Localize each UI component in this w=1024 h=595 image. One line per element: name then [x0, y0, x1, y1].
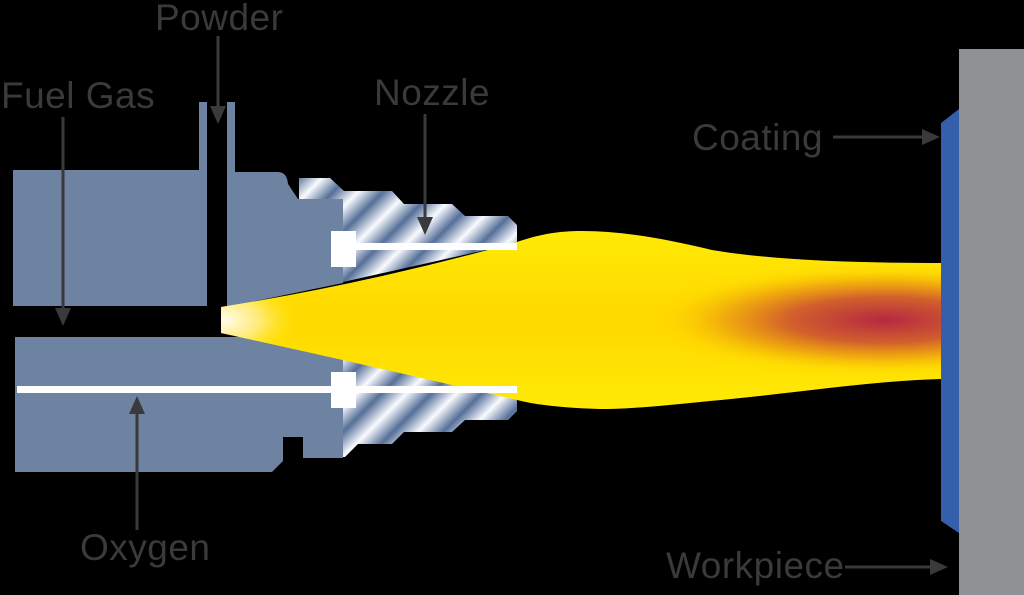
- nozzle-label: Nozzle: [374, 72, 490, 113]
- workpiece-block: [959, 49, 1024, 595]
- flame-hot-core: [625, 258, 941, 382]
- nozzle-lower-half: [343, 354, 517, 457]
- leader-arrows: [55, 36, 948, 575]
- coating-layer: [941, 109, 959, 533]
- powder-label: Powder: [155, 0, 283, 38]
- upper-bolt: [331, 231, 356, 267]
- oxygen-arrow: [129, 396, 145, 530]
- coating-label: Coating: [692, 117, 823, 158]
- workpiece-arrow: [845, 559, 948, 575]
- feed-lines: [17, 231, 517, 408]
- nozzle-arrow: [417, 114, 433, 235]
- oxygen-label: Oxygen: [80, 527, 211, 568]
- torch-body: [13, 102, 343, 472]
- torch-body-upper-right: [227, 102, 343, 307]
- torch-body-lower-block: [15, 337, 343, 472]
- coating-arrow: [833, 129, 940, 145]
- fuel-gas-arrow: [55, 117, 71, 326]
- powder-arrow: [210, 36, 226, 124]
- upper-feed-line: [331, 243, 517, 250]
- oxygen-feed-line: [17, 386, 517, 393]
- lower-bolt: [331, 372, 356, 408]
- fuel-gas-label: Fuel Gas: [1, 75, 155, 116]
- labels: Powder Fuel Gas Nozzle Coating Oxygen Wo…: [1, 0, 845, 586]
- workpiece-label: Workpiece: [666, 545, 845, 586]
